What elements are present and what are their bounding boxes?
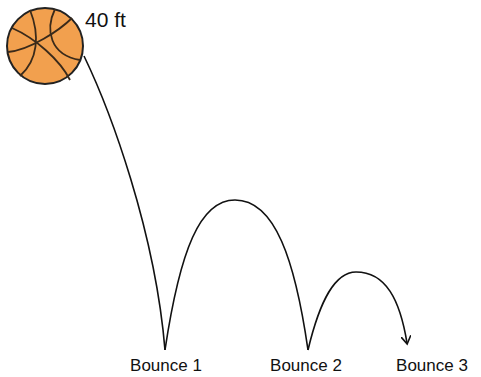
bounce-label: Bounce 2: [270, 357, 342, 376]
bounce-path: [84, 56, 407, 350]
basketball: [7, 8, 83, 84]
height-label: 40 ft: [85, 8, 126, 31]
bounce-label: Bounce 1: [130, 357, 202, 376]
bounce-label: Bounce 3: [396, 357, 468, 376]
